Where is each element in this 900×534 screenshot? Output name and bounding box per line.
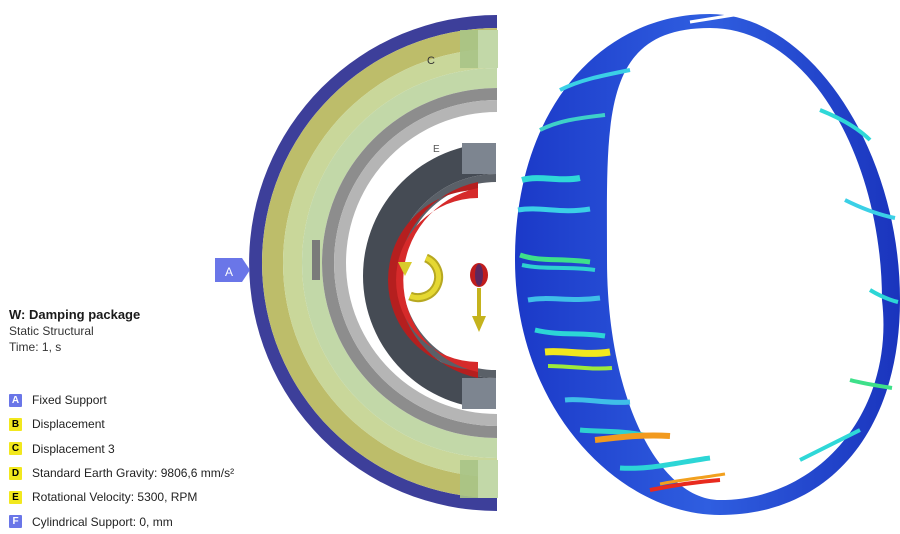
marker-a[interactable]: A — [215, 258, 250, 282]
contour-ring[interactable] — [515, 12, 900, 515]
analysis-info: W: Damping package Static Structural Tim… — [9, 307, 140, 355]
boundary-legend: A Fixed Support B Displacement C Displac… — [9, 388, 234, 534]
legend-item-displacement-3[interactable]: C Displacement 3 — [9, 437, 234, 461]
legend-key-c: C — [9, 442, 22, 456]
legend-item-gravity[interactable]: D Standard Earth Gravity: 9806,6 mm/s² — [9, 461, 234, 485]
legend-key-f: F — [9, 515, 22, 529]
legend-label: Fixed Support — [32, 393, 107, 408]
outer-housing[interactable] — [249, 15, 498, 511]
svg-text:A: A — [225, 265, 233, 279]
rotor[interactable] — [388, 182, 478, 378]
legend-label: Cylindrical Support: 0, mm — [32, 514, 173, 529]
legend-label: Rotational Velocity: 5300, RPM — [32, 490, 198, 505]
gravity-icon — [470, 263, 488, 332]
legend-key-b: B — [9, 417, 22, 431]
legend-item-displacement[interactable]: B Displacement — [9, 412, 234, 436]
legend-label: Displacement — [32, 417, 105, 432]
legend-key-d: D — [9, 466, 22, 480]
analysis-type: Static Structural — [9, 324, 94, 338]
svg-text:C: C — [427, 55, 435, 67]
inner-ring[interactable] — [363, 143, 496, 409]
legend-item-rotational-velocity[interactable]: E Rotational Velocity: 5300, RPM — [9, 485, 234, 509]
analysis-time: Time: 1, s — [9, 340, 62, 354]
marker-c: C — [427, 55, 435, 67]
rotation-icon — [398, 253, 444, 303]
legend-key-a: A — [9, 393, 22, 407]
legend-key-e: E — [9, 490, 22, 504]
legend-item-fixed-support[interactable]: A Fixed Support — [9, 388, 234, 412]
legend-label: Standard Earth Gravity: 9806,6 mm/s² — [32, 466, 235, 481]
marker-e: E — [433, 144, 440, 155]
legend-label: Displacement 3 — [32, 441, 115, 456]
legend-item-cylindrical-support[interactable]: F Cylindrical Support: 0, mm — [9, 509, 234, 533]
analysis-title: W: Damping package — [9, 307, 141, 322]
svg-text:E: E — [433, 144, 440, 155]
